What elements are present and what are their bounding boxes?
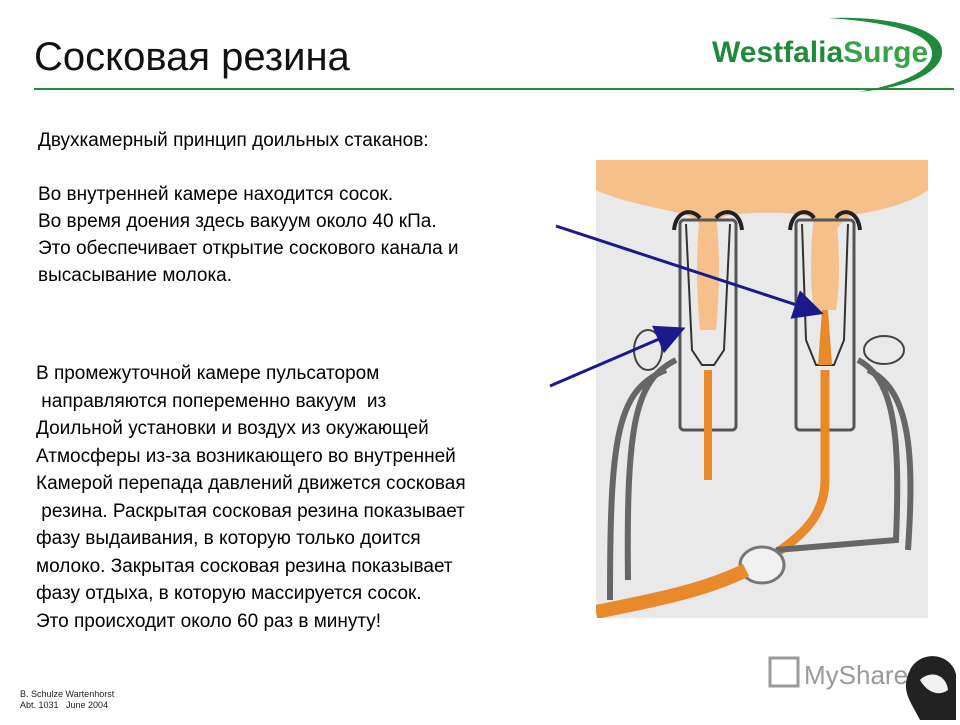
text-line: Атмосферы из-за возникающего во внутренн… bbox=[36, 445, 456, 467]
text-line: высасывание молока. bbox=[38, 265, 233, 286]
logo-swoosh-icon: WestfaliaSurge bbox=[712, 17, 943, 93]
footer-author: B. Schulze Wartenhorst bbox=[20, 689, 115, 699]
text-line: резина. Раскрытая сосковая резина показы… bbox=[36, 500, 465, 522]
teat-left bbox=[697, 216, 719, 330]
text-block-inner-chamber: Двухкамерный принцип доильных стаканов: … bbox=[38, 127, 598, 289]
text-line: Во время доения здесь вакуум около 40 кП… bbox=[38, 211, 437, 232]
logo-text-westfalia: Westfalia bbox=[712, 36, 843, 69]
teat-right bbox=[811, 216, 839, 310]
long-milk-tube bbox=[594, 563, 750, 619]
text-block-pulsation-chamber: В промежуточной камере пульсатором напра… bbox=[36, 360, 596, 635]
svg-text:WestfaliaSurge: WestfaliaSurge bbox=[712, 36, 928, 69]
slideshare-icon bbox=[768, 656, 800, 688]
text-line: Во внутренней камере находится сосок. bbox=[38, 184, 394, 205]
text-line: Камерой перепада давлений движется соско… bbox=[36, 473, 466, 494]
text-line: В промежуточной камере пульсатором bbox=[36, 363, 380, 384]
text-line: фазу выдаивания, в которую только доится bbox=[36, 528, 421, 549]
myshared-watermark: MyShared bbox=[760, 640, 958, 720]
text-line: фазу отдыха, в которую массируется сосок… bbox=[36, 583, 422, 604]
text-line: Доильной установки и воздух из окужающей bbox=[36, 418, 429, 439]
text-line: Это обеспечивает открытие соскового кана… bbox=[38, 238, 459, 259]
udder-shape bbox=[596, 160, 928, 240]
pulsator-symbol-right bbox=[863, 335, 905, 365]
slide-footer: B. Schulze Wartenhorst Abt. 1031 June 20… bbox=[20, 689, 114, 711]
text-line: направляются попеременно вакуум из bbox=[36, 390, 387, 412]
liner-left bbox=[685, 223, 731, 366]
milk-stream bbox=[818, 310, 832, 365]
westfaliasurge-logo: WestfaliaSurge bbox=[708, 14, 948, 94]
teatcup-diagram bbox=[594, 160, 928, 619]
logo-text-surge: Surge bbox=[843, 36, 928, 69]
text-gap bbox=[38, 154, 598, 181]
milking-claw bbox=[738, 545, 786, 585]
title-divider bbox=[34, 88, 954, 90]
slide-title: Сосковая резина bbox=[34, 35, 350, 79]
text-line: Двухкамерный принцип доильных стаканов: bbox=[38, 130, 429, 151]
watermark-text: MyShared bbox=[804, 660, 923, 690]
footer-date: Abt. 1031 June 2004 bbox=[20, 700, 109, 710]
text-line: молоко. Закрытая сосковая резина показыв… bbox=[36, 555, 453, 577]
text-line: Это происходит около 60 раз в минуту! bbox=[36, 610, 382, 632]
